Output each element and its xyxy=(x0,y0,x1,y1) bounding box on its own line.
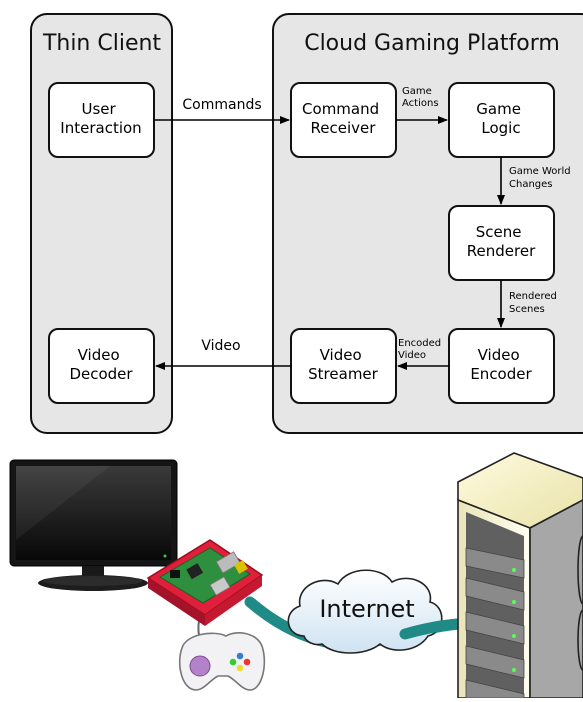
edge-encoded-video: Encoded Video xyxy=(397,338,449,370)
edge-rendered-scenes: Rendered Scenes xyxy=(497,280,560,328)
thin-client-title: Thin Client xyxy=(42,31,161,56)
svg-text:Game Actions: Game Actions xyxy=(402,86,439,109)
game-logic-line2: Logic xyxy=(481,119,520,137)
scene-renderer-box: Scene Renderer xyxy=(448,205,555,281)
internet-label: Internet xyxy=(319,595,414,623)
cloud-icon: Internet xyxy=(287,569,443,654)
edge-label-rendered-scenes-1: Rendered xyxy=(509,291,557,302)
svg-text:Game Logic: Game Logic xyxy=(476,100,525,137)
game-logic-box: Game Logic xyxy=(448,82,555,158)
monitor-icon xyxy=(9,459,178,591)
svg-text:Command Receiver: Command Receiver xyxy=(302,100,384,137)
raspberry-pi-icon xyxy=(146,539,264,626)
video-streamer-line2: Streamer xyxy=(308,365,379,383)
svg-text:Scene Renderer: Scene Renderer xyxy=(467,223,536,260)
scene-renderer-line2: Renderer xyxy=(467,242,536,260)
svg-text:Video Decoder: Video Decoder xyxy=(69,346,133,383)
edge-label-video: Video xyxy=(201,338,240,354)
command-receiver-line1: Command xyxy=(302,100,379,118)
video-decoder-line1: Video xyxy=(78,346,120,364)
svg-text:Game World Changes: Game World Changes xyxy=(509,166,574,190)
edge-label-game-actions-2: Actions xyxy=(402,98,439,109)
edge-label-commands: Commands xyxy=(182,97,261,113)
video-encoder-box: Video Encoder xyxy=(448,328,555,404)
gamepad-icon xyxy=(178,632,266,691)
svg-text:Video Streamer: Video Streamer xyxy=(308,346,379,383)
edge-commands: Commands xyxy=(154,97,290,124)
cloud-platform-title: Cloud Gaming Platform xyxy=(304,31,560,56)
user-interaction-line2: Interaction xyxy=(60,119,141,137)
video-streamer-box: Video Streamer xyxy=(290,328,397,404)
video-decoder-line2: Decoder xyxy=(69,365,133,383)
svg-text:Video Encoder: Video Encoder xyxy=(470,346,532,383)
server-rack-icon xyxy=(457,452,583,699)
edge-video: Video xyxy=(155,338,291,370)
edge-label-game-world-changes-1: Game World xyxy=(509,166,571,177)
video-decoder-box: Video Decoder xyxy=(48,328,155,404)
video-encoder-line1: Video xyxy=(478,346,520,364)
edge-label-encoded-video-2: Video xyxy=(398,350,426,361)
edge-label-game-world-changes-2: Changes xyxy=(509,179,553,190)
user-interaction-box: User Interaction xyxy=(48,82,155,158)
edge-label-encoded-video-1: Encoded xyxy=(398,338,441,349)
edge-label-rendered-scenes-2: Scenes xyxy=(509,304,545,315)
svg-text:Rendered Scenes: Rendered Scenes xyxy=(509,291,560,315)
command-receiver-line2: Receiver xyxy=(311,119,377,137)
edge-label-game-actions-1: Game xyxy=(402,86,432,97)
video-encoder-line2: Encoder xyxy=(470,365,532,383)
svg-text:User Interaction: User Interaction xyxy=(60,100,141,137)
game-logic-line1: Game xyxy=(476,100,521,118)
edge-game-actions: Game Actions xyxy=(396,86,448,124)
user-interaction-line1: User xyxy=(82,100,117,118)
scene-renderer-line1: Scene xyxy=(476,223,522,241)
command-receiver-box: Command Receiver xyxy=(290,82,397,158)
edge-game-world-changes: Game World Changes xyxy=(497,157,574,205)
svg-text:Encoded Video: Encoded Video xyxy=(398,338,444,361)
video-streamer-line1: Video xyxy=(320,346,362,364)
